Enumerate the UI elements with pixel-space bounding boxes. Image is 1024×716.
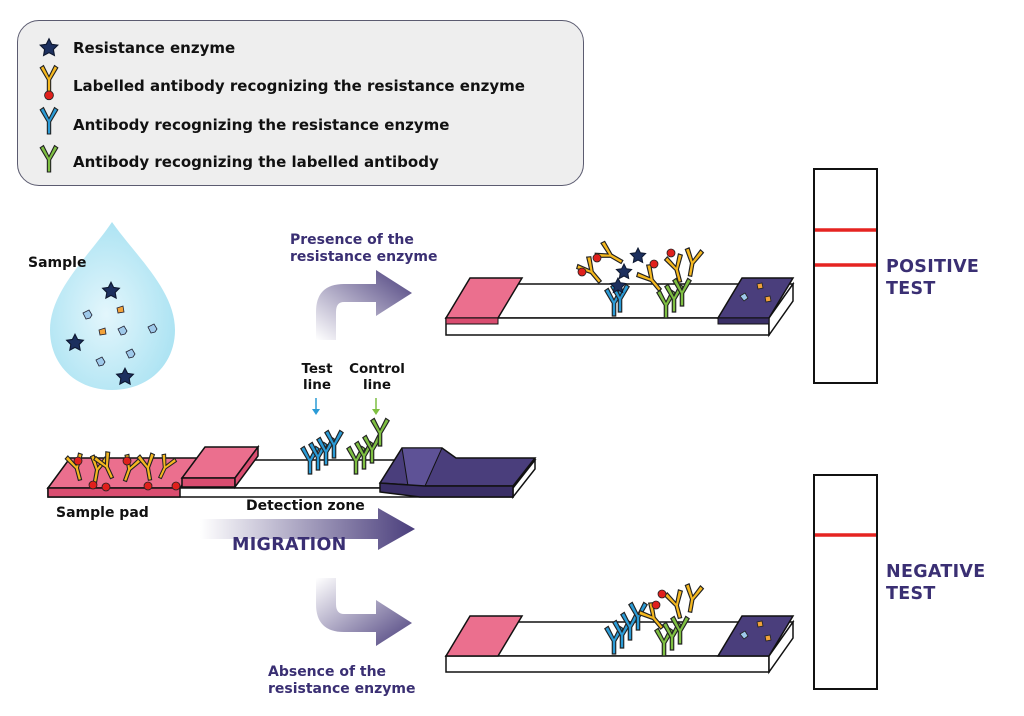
legend-label-test-antibody: Antibody recognizing the resistance enzy…: [73, 116, 450, 134]
sample-drop: [50, 222, 175, 390]
control-line-label-line-1: Control: [349, 361, 405, 377]
sample-pad-antibodies: [64, 449, 181, 492]
presence-arrow: [316, 270, 412, 340]
control-line-label: Control line: [342, 361, 412, 393]
labelled-antibody-icon: [39, 64, 59, 101]
presence-label-line-2: resistance enzyme: [290, 249, 438, 265]
positive-result-window: [813, 168, 878, 384]
negative-result-window: [813, 474, 878, 690]
drop-antigen-fragments: [82, 305, 158, 367]
positive-test-label-line-1: POSITIVE: [886, 257, 980, 277]
positive-test-label-line-2: TEST: [886, 279, 936, 299]
presence-label-line-1: Presence of the: [290, 232, 414, 248]
presence-label: Presence of the resistance enzyme: [290, 232, 437, 266]
legend-label-labelled-antibody: Labelled antibody recognizing the resist…: [73, 77, 525, 95]
green-antibody-icon: [39, 144, 59, 173]
negative-test-label-line-1: NEGATIVE: [886, 562, 986, 582]
test-line-label-line-2: line: [302, 377, 332, 393]
main-strip: [46, 444, 537, 500]
test-line-pointer: [312, 398, 320, 415]
control-line-pointer: [372, 398, 380, 415]
test-line-label-line-1: Test: [301, 361, 333, 377]
sample-label: Sample: [28, 255, 87, 271]
positive-test-label: POSITIVE TEST: [886, 256, 979, 300]
positive-control-line-complex: [634, 246, 705, 319]
blue-antibody-icon: [39, 106, 59, 135]
positive-test-line-complex: [574, 239, 647, 317]
migration-label: MIGRATION: [232, 535, 347, 555]
absence-label-line-1: Absence of the: [268, 664, 387, 680]
negative-control-line-complex: [636, 582, 705, 657]
legend-label-control-antibody: Antibody recognizing the labelled antibo…: [73, 153, 439, 171]
legend-box: [17, 20, 584, 186]
negative-strip: [444, 615, 795, 675]
absence-label-line-2: resistance enzyme: [268, 681, 416, 697]
legend-icons: [39, 37, 59, 173]
enzyme-icon: [39, 37, 59, 57]
negative-test-label: NEGATIVE TEST: [886, 561, 986, 605]
control-line-label-line-2: line: [362, 377, 392, 393]
absence-label: Absence of the resistance enzyme: [268, 664, 415, 698]
absence-arrow: [316, 578, 412, 646]
negative-test-label-line-2: TEST: [886, 584, 936, 604]
test-line-label: Test line: [297, 361, 337, 393]
legend-label-enzyme: Resistance enzyme: [73, 39, 236, 57]
sample-pad-label: Sample pad: [56, 505, 149, 521]
migration-arrow: [200, 508, 415, 550]
detection-zone-label: Detection zone: [246, 498, 365, 514]
